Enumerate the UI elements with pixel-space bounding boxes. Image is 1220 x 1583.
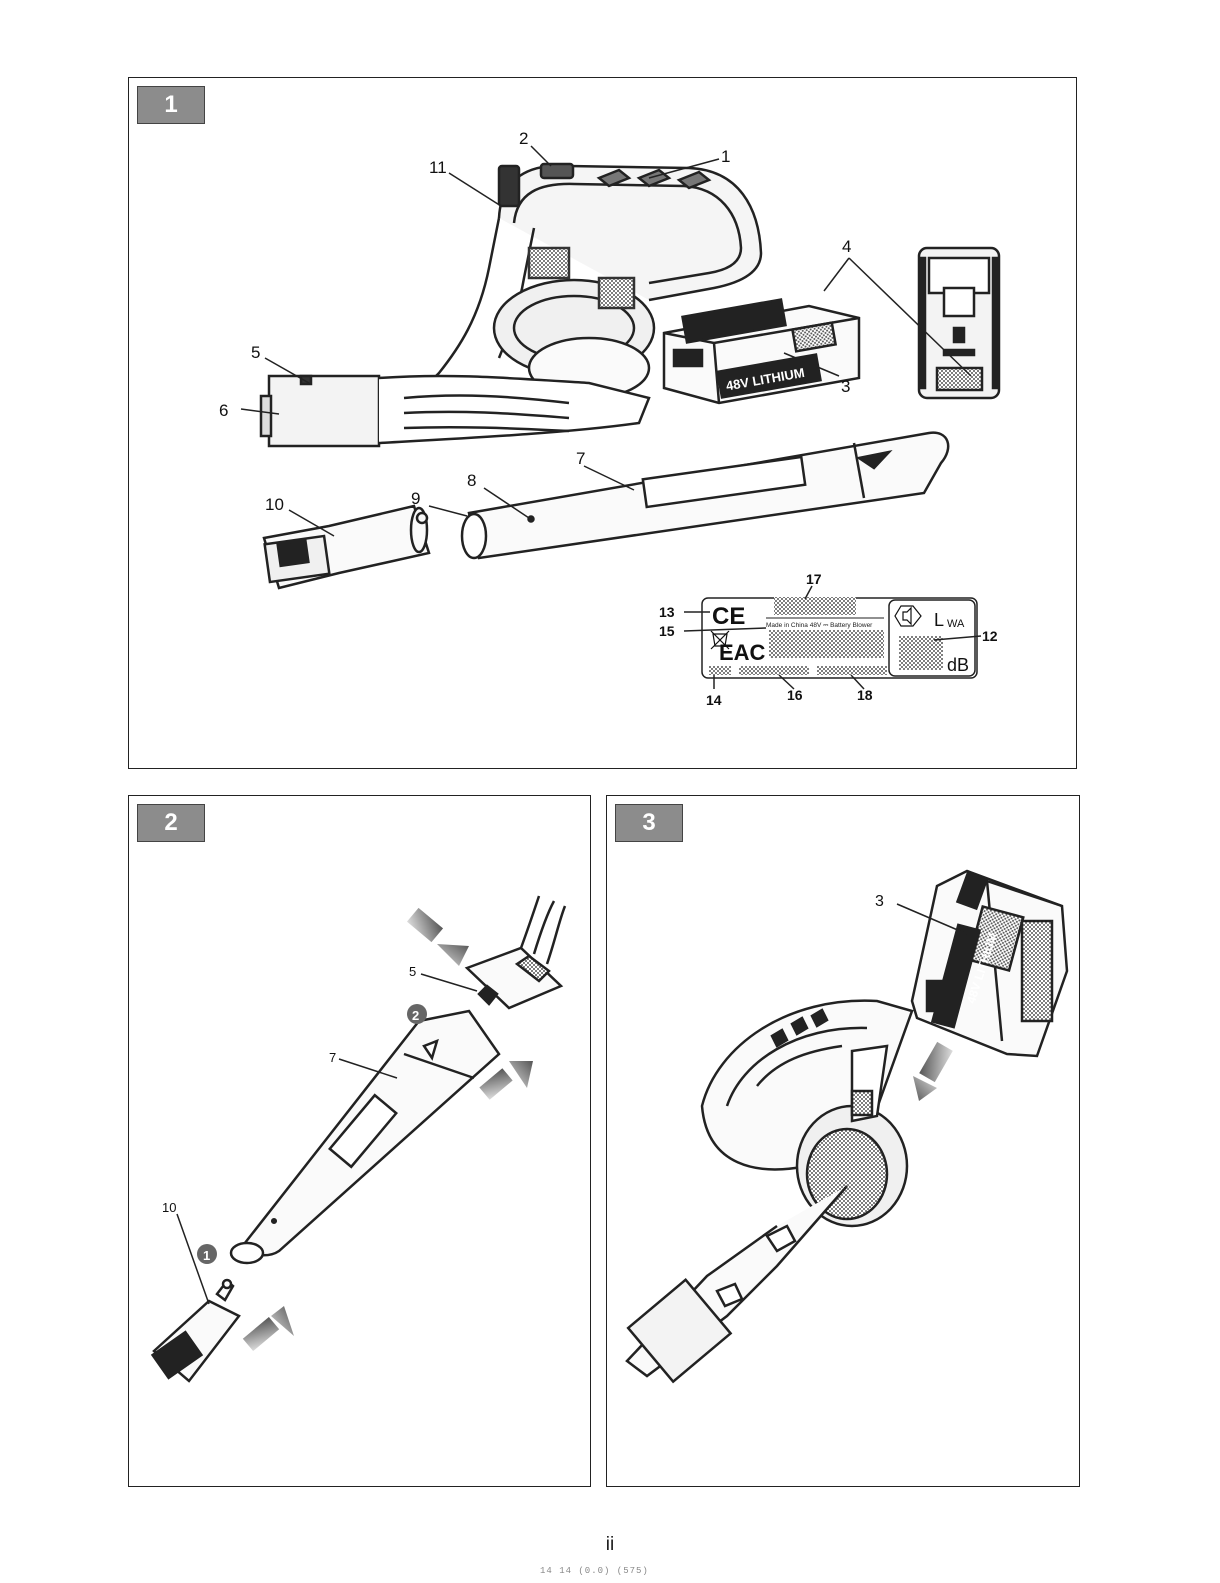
nozzle-tube-illustration (231, 1011, 499, 1263)
callout-10: 10 (265, 495, 284, 514)
page-number: ii (0, 1534, 1220, 1556)
panel-2: 2 (128, 795, 591, 1487)
battery-illustration: 48V LITHIUM (664, 300, 859, 403)
callout-10: 10 (162, 1200, 176, 1215)
callout-13: 13 (659, 604, 675, 620)
blower-outlet-illustration (467, 896, 565, 1008)
label-info-line: Made in China 48V ⎓ Battery Blower (766, 622, 873, 629)
callout-4: 4 (842, 237, 851, 256)
callout-2: 2 (519, 129, 528, 148)
panel-2-illustration: 2 1 5 7 10 (129, 796, 589, 1485)
nozzle-adapter-illustration (264, 506, 429, 588)
insert-arrow (913, 1042, 953, 1101)
callout-1: 1 (721, 147, 730, 166)
callout-7: 7 (329, 1050, 336, 1065)
callout-3: 3 (875, 893, 884, 910)
callout-17: 17 (806, 571, 822, 587)
panel-3: 3 48V LITHIUM (606, 795, 1080, 1487)
weee-bin-icon (711, 631, 729, 649)
callout-15: 15 (659, 623, 675, 639)
callout-14: 14 (706, 692, 722, 708)
callout-3: 3 (841, 377, 850, 396)
eac-mark: EAC (719, 640, 766, 665)
callout-16: 16 (787, 687, 803, 703)
nozzle-tube-illustration (462, 433, 948, 558)
lwa-subscript: WA (947, 618, 965, 630)
callout-6: 6 (219, 401, 228, 420)
callout-9: 9 (411, 489, 420, 508)
db-text: dB (947, 655, 969, 675)
callout-8: 8 (467, 471, 476, 490)
blower-illustration (261, 164, 761, 446)
callout-7: 7 (576, 449, 585, 468)
callout-18: 18 (857, 687, 873, 703)
panel-1: 1 (128, 77, 1077, 769)
callout-11: 11 (429, 158, 447, 177)
callout-5: 5 (251, 343, 260, 362)
battery-side-illustration (919, 248, 999, 398)
nozzle-adapter-illustration (153, 1280, 239, 1381)
ce-mark: CE (712, 603, 745, 630)
lwa-text: L (934, 610, 944, 630)
step-1-label: 1 (203, 1248, 210, 1263)
battery-illustration: 48V LITHIUM (912, 871, 1067, 1056)
footer-print-code: 14 14 (0.0) (575) (540, 1566, 649, 1576)
callout-12: 12 (982, 628, 998, 644)
panel-1-illustration: 48V LITHIUM (129, 78, 1075, 767)
panel-3-illustration: 48V LITHIUM 3 (607, 796, 1078, 1485)
rating-label: CE Made in China 48V ⎓ Battery Blower EA… (702, 597, 977, 678)
step-2-label: 2 (412, 1008, 419, 1023)
blower-illustration (627, 1001, 912, 1382)
callout-5: 5 (409, 964, 416, 979)
